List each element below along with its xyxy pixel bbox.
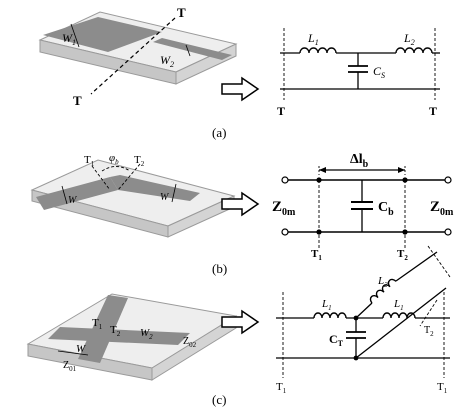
branch-c-return bbox=[355, 287, 447, 359]
z01-label: Z01 bbox=[63, 360, 77, 373]
z02-label: Z02 bbox=[183, 336, 197, 349]
strip-a-wide bbox=[43, 17, 162, 52]
plane-a-bottom-label: T bbox=[73, 93, 82, 108]
strip-a-narrow bbox=[153, 38, 232, 60]
c-t2-circuit-label: T2 bbox=[424, 325, 434, 338]
w-left-label: W bbox=[68, 195, 78, 206]
z-right-label: Z0m bbox=[430, 199, 454, 218]
panel-a: T T W1 W2 bbox=[38, 5, 440, 140]
caption-b: (b) bbox=[212, 261, 227, 276]
branch-c-wire-1 bbox=[355, 302, 373, 319]
w-left-dim bbox=[61, 185, 68, 205]
w-right-label: W bbox=[160, 192, 170, 203]
strip-b-left bbox=[36, 177, 118, 210]
board-b: T1 T2 φb W W bbox=[30, 152, 236, 238]
t2-circuit-label: T2 bbox=[397, 248, 408, 262]
plane-a-top-label: T bbox=[177, 5, 186, 20]
dl-label: Δlb bbox=[350, 152, 369, 170]
dl-arrow-right bbox=[398, 167, 405, 173]
strip-b-right bbox=[110, 175, 200, 201]
t2-label: T2 bbox=[134, 154, 145, 168]
inductor-l2-icon bbox=[395, 47, 433, 54]
z-left-label: Z0m bbox=[272, 199, 296, 218]
panel-b: T1 T2 φb W W Δlb bbox=[30, 152, 454, 276]
phi-arc bbox=[101, 166, 131, 172]
c-w-dim bbox=[57, 350, 89, 356]
caption-c: (c) bbox=[212, 392, 226, 407]
circuit-c: L1 L2 L1 CT T2 T1 T1 bbox=[276, 245, 451, 395]
phi-label: φb bbox=[109, 152, 119, 166]
caption-a: (a) bbox=[212, 125, 226, 140]
board-c-side bbox=[151, 315, 237, 381]
cs-label: CS bbox=[373, 64, 385, 80]
circuit-b: Δlb Cb Z0m Z0m T1 bbox=[272, 152, 454, 262]
w1-label: W1 bbox=[62, 31, 76, 47]
w2-dim-line bbox=[185, 44, 191, 57]
panel-c: T1 T2 W2 W Z01 Z02 bbox=[26, 245, 451, 407]
cb-label: Cb bbox=[378, 200, 394, 218]
c-l1-label: L1 bbox=[321, 298, 332, 312]
dl-arrow-left bbox=[319, 167, 326, 173]
branch-c-wire-2 bbox=[395, 251, 438, 282]
plane-b-t2 bbox=[117, 163, 141, 191]
plane-a bbox=[90, 17, 176, 95]
c-l2-label: L2 bbox=[377, 275, 388, 289]
inductor-l1-icon bbox=[299, 47, 337, 54]
t1-label: T1 bbox=[84, 154, 95, 168]
inductor-c-l2-icon bbox=[369, 278, 397, 304]
terminal-b-tl bbox=[281, 176, 289, 184]
c-t1-right-label: T1 bbox=[437, 381, 448, 395]
l1-label: L1 bbox=[307, 31, 319, 47]
c-t1-label: T1 bbox=[92, 317, 103, 331]
c-l1b-label: L1 bbox=[393, 298, 404, 312]
c-ct-label: CT bbox=[329, 332, 344, 348]
board-c: T1 T2 W2 W Z01 Z02 bbox=[26, 293, 238, 381]
c-w2-label: W2 bbox=[140, 327, 153, 341]
w1-dim-line bbox=[70, 23, 80, 48]
l2-label: L2 bbox=[403, 31, 415, 47]
terminal-b-tr bbox=[444, 176, 452, 184]
plane-c-t2b bbox=[419, 299, 438, 327]
w2-label: W2 bbox=[160, 53, 174, 69]
board-a: T T W1 W2 bbox=[38, 5, 238, 108]
inductor-c-l1b-icon bbox=[382, 312, 416, 319]
c-w-label: W bbox=[76, 343, 86, 355]
strip-c-branch bbox=[48, 327, 190, 345]
w-right-dim bbox=[171, 183, 177, 203]
arrow-a-icon bbox=[221, 77, 259, 101]
terminal-b-br bbox=[444, 228, 452, 236]
t1-circuit-label: T1 bbox=[311, 248, 322, 262]
circuit-a: L1 L2 CS T T bbox=[277, 28, 440, 118]
terminal-b-bl bbox=[281, 228, 289, 236]
plane-b-t1 bbox=[91, 165, 111, 191]
c-t1-left-label: T1 bbox=[276, 381, 287, 395]
t-right-label: T bbox=[429, 104, 437, 118]
c-t2-label: T2 bbox=[110, 324, 121, 338]
t-left-label: T bbox=[277, 104, 285, 118]
plane-c-t2 bbox=[427, 245, 451, 278]
inductor-c-l1-icon bbox=[313, 312, 347, 319]
